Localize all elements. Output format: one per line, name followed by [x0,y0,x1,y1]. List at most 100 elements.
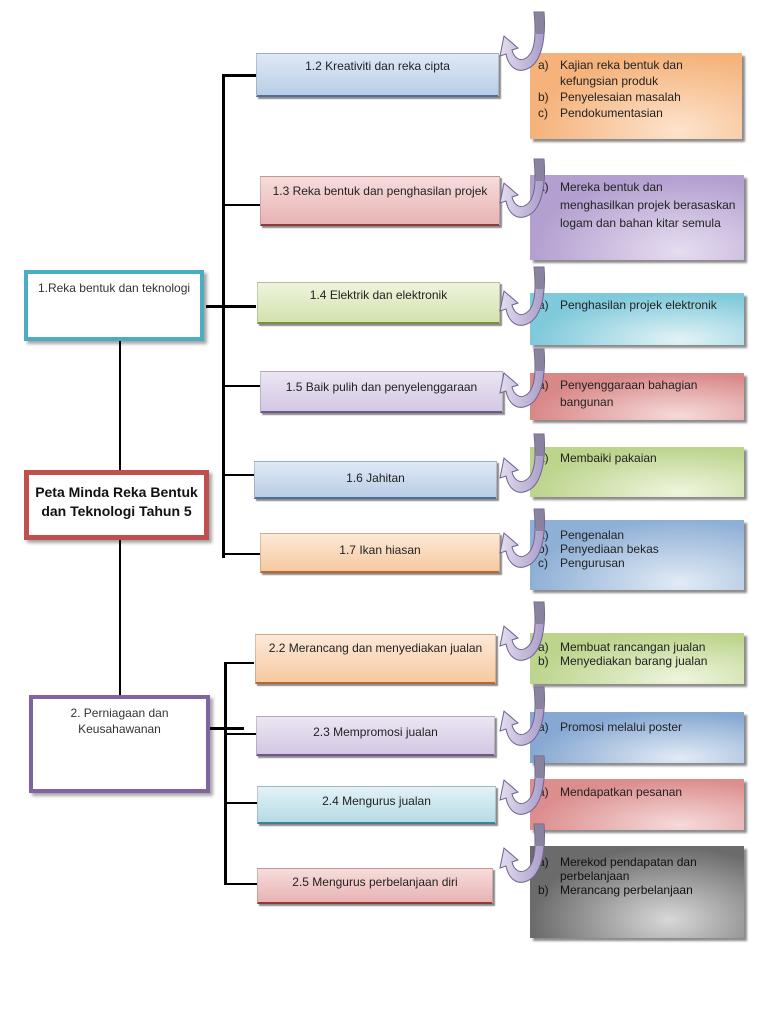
detail-box-1-5: a) Penyenggaraan bahagian bangunan [530,373,744,420]
item-text: Membaiki pakaian [560,451,657,465]
item-text: Membuat rancangan jualan [560,640,706,654]
page-title: Peta Minda Reka Bentuk dan Teknologi Tah… [35,484,198,519]
topic-box-1-3: 1.3 Reka bentuk dan penghasilan projek [260,176,500,226]
topic-box-2-2: 2.2 Merancang dan menyediakan jualan [255,634,496,684]
detail-box-2-5: a) Merekod pendapatan dan perbelanjaan b)… [530,846,744,938]
connector-branch2-spine [224,662,227,885]
detail-box-1-4: a) Penghasilan projek elektronik [530,293,744,345]
detail-item: a) Merekod pendapatan dan perbelanjaan [538,855,736,883]
connector-topic-1-3 [224,204,260,206]
topic-box-2-5: 2.5 Mengurus perbelanjaan diri [257,868,493,904]
item-marker: a) [538,785,549,799]
item-text: Merekod pendapatan dan perbelanjaan [560,855,697,883]
item-marker: a) [538,720,549,734]
branch-box-perniagaan: 2. Perniagaan dan Keusahawanan [29,695,210,793]
connector-branch1-spine [222,74,225,558]
item-text: Promosi melalui poster [560,720,683,734]
connector-topic-1-6 [224,474,254,476]
item-text: Penyediaan bekas [560,542,659,556]
connector-branch2-stub [210,727,244,730]
detail-item: a)Mereka bentuk dan menghasilkan projek … [538,178,736,232]
detail-item: a) Membuat rancangan jualan [538,640,736,654]
detail-item: a)Membaiki pakaian [538,451,736,466]
detail-box-1-3: a)Mereka bentuk dan menghasilkan projek … [530,175,744,260]
item-marker: a) [538,378,549,392]
item-marker: a) [538,298,549,312]
connector-trunk-top [119,341,121,475]
detail-box-2-3: a) Promosi melalui poster [530,712,744,763]
topic-label: 1.2 Kreativiti dan reka cipta [305,59,450,73]
connector-branch1-stub [206,305,256,308]
item-marker: a) [538,855,549,869]
detail-item: c) Pendokumentasian [538,105,734,121]
item-marker: a) [538,640,549,654]
topic-box-1-2: 1.2 Kreativiti dan reka cipta [256,53,499,97]
detail-item: a) Mendapatkan pesanan [538,785,736,800]
curved-arrow-icon [490,8,550,78]
topic-label: 1.6 Jahitan [346,471,405,485]
detail-item: a) Penghasilan projek elektronik [538,297,736,314]
item-text: Menyediakan barang jualan [560,654,708,668]
topic-label: 2.4 Mengurus jualan [322,794,431,808]
detail-box-2-2: a) Membuat rancangan jualan b) Menyediakan… [530,633,744,684]
detail-box-1-7: a)Pengenalan b) Penyediaan bekas c) Pengur… [530,520,744,590]
curved-arrow-icon [490,155,550,225]
curved-arrow-icon [490,820,550,890]
connector-topic-2-3 [226,733,256,735]
detail-item: a) Kajian reka bentuk dan kefungsian prod… [538,57,734,89]
topic-box-1-7: 1.7 Ikan hiasan [260,533,500,573]
topic-box-2-4: 2.4 Mengurus jualan [257,786,496,824]
item-text: Penyenggaraan bahagian bangunan [560,378,698,409]
branch-box-reka-bentuk: 1.Reka bentuk dan teknologi [24,270,204,341]
connector-topic-2-2 [224,662,254,664]
topic-box-2-3: 2.3 Mempromosi jualan [256,716,495,756]
topic-label: 2.3 Mempromosi jualan [313,725,438,739]
detail-box-1-6: a)Membaiki pakaian [530,447,744,497]
item-text: Pengenalan [560,528,625,542]
branch-label: 2. Perniagaan dan Keusahawanan [70,706,169,736]
curved-arrow-icon [490,752,550,822]
item-text: Mendapatkan pesanan [560,785,683,799]
item-text: Penyelesaian masalah [560,90,681,104]
item-text: Mereka bentuk dan menghasilkan projek be… [560,180,736,230]
item-marker: a) [538,58,549,72]
curved-arrow-icon [490,598,550,668]
item-marker: b) [538,542,549,556]
detail-item: c) Pengurusan [538,556,736,570]
curved-arrow-icon [490,505,550,575]
title-box: Peta Minda Reka Bentuk dan Teknologi Tah… [24,470,209,540]
connector-topic-1-2 [222,74,256,77]
topic-label: 1.5 Baik pulih dan penyelenggaraan [285,380,478,394]
item-text: Kajian reka bentuk dan kefungsian produk [560,58,683,88]
curved-arrow-icon [490,345,550,415]
detail-box-1-2: a) Kajian reka bentuk dan kefungsian prod… [530,53,742,139]
topic-box-1-4: 1.4 Elektrik dan elektronik [257,282,500,324]
detail-item: a) Penyenggaraan bahagian bangunan [538,377,736,411]
connector-topic-1-5 [224,385,260,387]
detail-item: b) Penyelesaian masalah [538,89,734,105]
topic-label: 2.5 Mengurus perbelanjaan diri [292,875,458,889]
connector-topic-2-5 [224,883,258,885]
item-text: Pendokumentasian [560,106,663,120]
curved-arrow-icon [490,263,550,333]
detail-item: b) Menyediakan barang jualan [538,654,736,668]
topic-label: 1.7 Ikan hiasan [339,543,421,557]
detail-item: b)Merancang perbelanjaan [538,883,736,897]
detail-item: b) Penyediaan bekas [538,542,736,556]
detail-item: a)Pengenalan [538,528,736,542]
branch-label: 1.Reka bentuk dan teknologi [37,281,191,295]
item-marker: b) [538,654,549,668]
connector-topic-2-4 [226,802,258,804]
item-marker: c) [538,556,548,570]
detail-item: a) Promosi melalui poster [538,720,736,735]
topic-label: 1.3 Reka bentuk dan penghasilan projek [272,184,488,198]
item-text: Pengurusan [560,556,625,570]
topic-label: 1.4 Elektrik dan elektronik [309,288,448,302]
topic-label: 2.2 Merancang dan menyediakan jualan [268,641,483,655]
connector-topic-1-7 [224,553,260,555]
topic-box-1-6: 1.6 Jahitan [254,461,497,499]
item-marker: c) [538,106,548,120]
item-text: Penghasilan projek elektronik [560,298,717,312]
curved-arrow-icon [490,430,550,500]
item-marker: b) [538,90,549,104]
